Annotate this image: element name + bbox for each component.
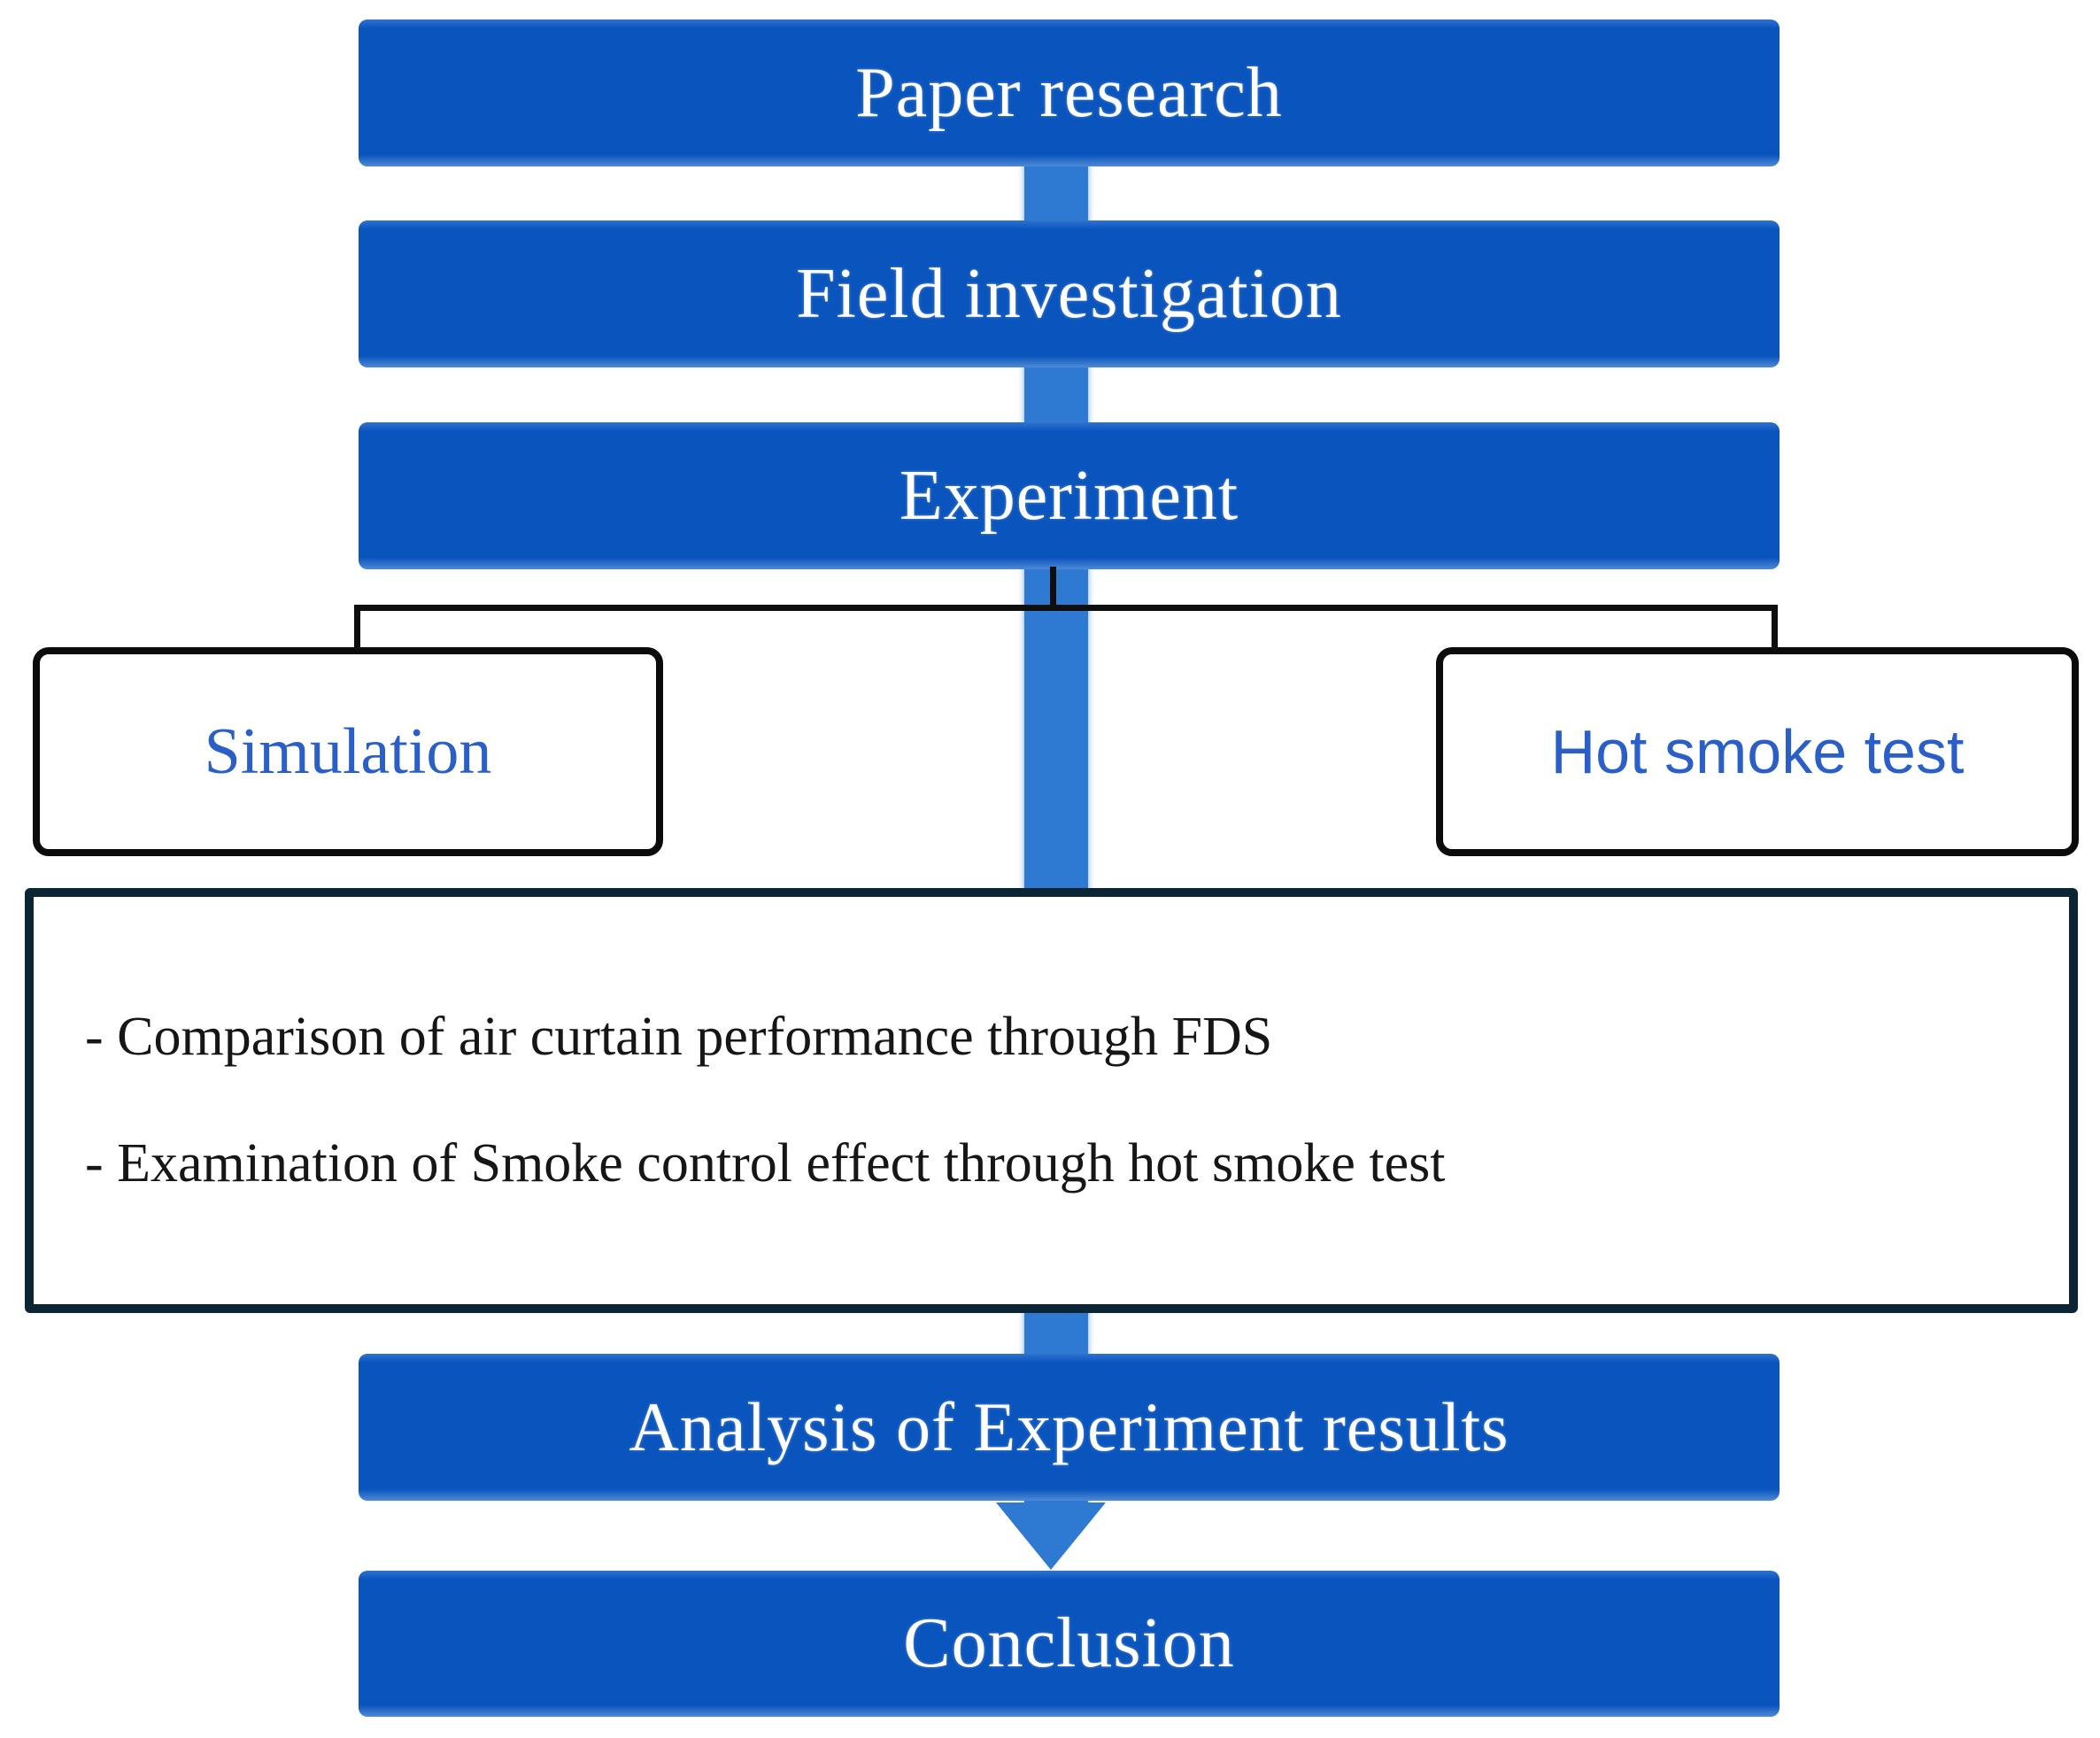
node-paper-research: Paper research: [359, 19, 1780, 166]
node-simulation: Simulation: [33, 647, 663, 856]
node-field-investigation-label: Field investigation: [796, 254, 1342, 333]
node-analysis-label: Analysis of Experiment results: [629, 1388, 1509, 1465]
detail-item: - Examination of Smoke control effect th…: [85, 1133, 1446, 1193]
down-arrowhead-icon: [996, 1502, 1106, 1570]
node-conclusion-label: Conclusion: [903, 1604, 1235, 1682]
node-experiment: Experiment: [359, 422, 1780, 569]
branch-left-drop-line: [354, 605, 360, 651]
node-hot-smoke-test: Hot smoke test: [1436, 647, 2079, 856]
details-box: - Comparison of air curtain performance …: [25, 888, 2078, 1313]
node-experiment-label: Experiment: [899, 456, 1239, 535]
detail-item: - Comparison of air curtain performance …: [85, 1007, 1273, 1067]
node-hot-smoke-test-label: Hot smoke test: [1550, 717, 1965, 786]
node-field-investigation: Field investigation: [359, 220, 1780, 367]
node-paper-research-label: Paper research: [855, 53, 1283, 132]
node-conclusion: Conclusion: [359, 1571, 1780, 1717]
node-analysis: Analysis of Experiment results: [359, 1354, 1780, 1501]
branch-stub-line: [1050, 567, 1056, 609]
node-simulation-label: Simulation: [204, 715, 492, 788]
branch-horizontal-line: [354, 605, 1778, 611]
branch-right-drop-line: [1772, 605, 1778, 651]
